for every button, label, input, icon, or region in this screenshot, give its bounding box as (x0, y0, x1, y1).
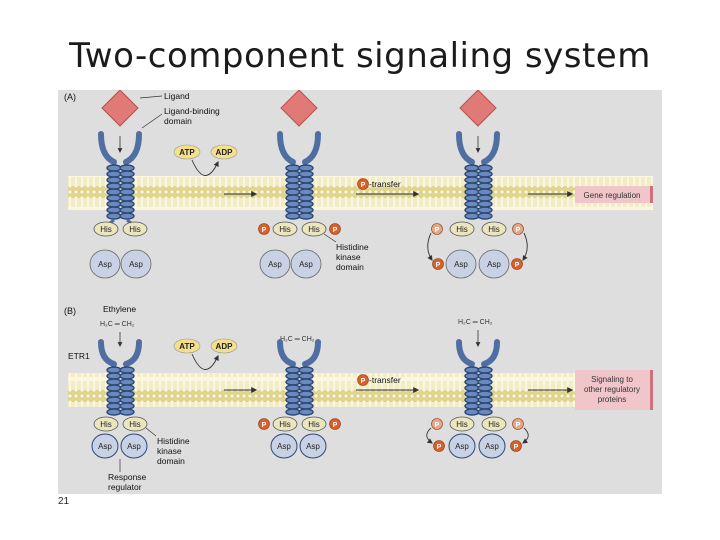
panel-b: (B) Ethylene H₂C ═ CH₂ ETR1 His His Asp … (64, 304, 653, 492)
ethylene-label: Ethylene (103, 304, 136, 314)
ligand-diamond (101, 90, 139, 127)
receptor-a1: His His Asp Asp (89, 90, 152, 279)
phosphate (433, 440, 445, 452)
phosphate-label: P (361, 182, 366, 189)
phosphate (511, 258, 523, 270)
phosphate-label: P (437, 444, 442, 451)
phosphate-label: P (333, 422, 338, 429)
phosphate-label: P (333, 227, 338, 234)
asp-label: Asp (98, 442, 112, 451)
signaling-output-label: proteins (598, 395, 626, 404)
kinase-domain-label: Histidine (336, 242, 369, 252)
asp-label: Asp (98, 260, 112, 269)
kinase-domain-label: kinase (336, 252, 361, 262)
ethylene-formula: H₂C ═ CH₂ (280, 336, 315, 343)
his-label: His (100, 225, 112, 234)
p-transfer-label: -transfer (369, 375, 401, 385)
signaling-output-box (575, 370, 653, 410)
p-transfer-label: -transfer (369, 179, 401, 189)
response-regulator-label: regulator (108, 482, 142, 492)
phosphate (432, 258, 444, 270)
asp-label: Asp (129, 260, 143, 269)
phosphate (258, 223, 270, 235)
asp-label: Asp (454, 260, 468, 269)
adp-b (210, 338, 238, 354)
ethylene-formula: H₂C ═ CH₂ (100, 321, 135, 328)
asp-label: Asp (299, 260, 313, 269)
phosphate-label: P (516, 422, 521, 429)
phosphate-label: P (262, 422, 267, 429)
phosphate (512, 418, 524, 430)
his-label: His (129, 420, 141, 429)
his-label: His (488, 420, 500, 429)
phosphate (357, 374, 369, 386)
receptor-b2: H₂C ═ CH₂ His His P P Asp Asp (258, 336, 341, 459)
his-label: His (308, 420, 320, 429)
slide-number: 21 (58, 496, 70, 507)
phosphate (258, 418, 270, 430)
asp-label: Asp (485, 442, 499, 451)
phosphate-label: P (262, 227, 267, 234)
response-regulator-label: Response (108, 472, 147, 482)
phosphate (329, 223, 341, 235)
receptor-b1: His His Asp Asp (91, 339, 148, 459)
asp-label: Asp (487, 260, 501, 269)
kinase-domain-label: domain (157, 456, 185, 466)
two-component-diagram: (A) His His Asp Asp Ligand Lig (58, 90, 662, 494)
phosphate-label: P (361, 378, 366, 385)
binding-domain-label: Ligand-binding (164, 106, 220, 116)
panel-a-label: (A) (64, 92, 76, 102)
phosphate (512, 223, 524, 235)
signaling-output-label: other regulatory (584, 385, 640, 394)
his-label: His (129, 225, 141, 234)
phosphate (357, 178, 369, 190)
binding-domain-label: domain (164, 116, 192, 126)
his-label: His (279, 420, 291, 429)
adp-label: ADP (216, 148, 234, 157)
adp-label: ADP (216, 342, 234, 351)
phosphate-label: P (435, 422, 440, 429)
asp-label: Asp (127, 442, 141, 451)
asp-label: Asp (268, 260, 282, 269)
phosphate-label: P (515, 262, 520, 269)
phosphate (431, 418, 443, 430)
his-label: His (100, 420, 112, 429)
phosphate (431, 223, 443, 235)
phosphate-label: P (516, 227, 521, 234)
atp-b (173, 338, 201, 354)
panel-a: (A) His His Asp Asp Ligand Lig (64, 90, 653, 279)
figure-background (58, 90, 662, 494)
his-label: His (308, 225, 320, 234)
receptor-a3: His His P P Asp Asp P P (427, 90, 528, 279)
receptor-a2: His His P P Asp Asp (258, 90, 341, 279)
his-label: His (488, 225, 500, 234)
asp-label: Asp (306, 442, 320, 451)
atp-a (173, 144, 201, 160)
panel-b-label: (B) (64, 306, 76, 316)
gene-regulation-label: Gene regulation (584, 191, 641, 200)
phosphate-label: P (436, 262, 441, 269)
signaling-output-label: Signaling to (591, 375, 633, 384)
slide-title: Two-component signaling system (69, 36, 651, 76)
phosphate-label: P (435, 227, 440, 234)
his-label: His (456, 420, 468, 429)
kinase-domain-label: domain (336, 262, 364, 272)
asp-label: Asp (277, 442, 291, 451)
atp-label: ATP (179, 148, 195, 157)
atp-label: ATP (179, 342, 195, 351)
ligand-label: Ligand (164, 91, 190, 101)
kinase-domain-label: kinase (157, 446, 182, 456)
receptor-b3: H₂C ═ CH₂ His His P P Asp Asp P P (426, 319, 529, 459)
phosphate (510, 440, 522, 452)
asp-label: Asp (455, 442, 469, 451)
kinase-domain-label: Histidine (157, 436, 190, 446)
etr1-label: ETR1 (68, 351, 90, 361)
phosphate (329, 418, 341, 430)
gene-regulation-box (575, 186, 653, 203)
adp-a (210, 144, 238, 160)
ethylene-formula: H₂C ═ CH₂ (458, 319, 493, 326)
his-label: His (456, 225, 468, 234)
phosphate-label: P (514, 444, 519, 451)
his-label: His (279, 225, 291, 234)
